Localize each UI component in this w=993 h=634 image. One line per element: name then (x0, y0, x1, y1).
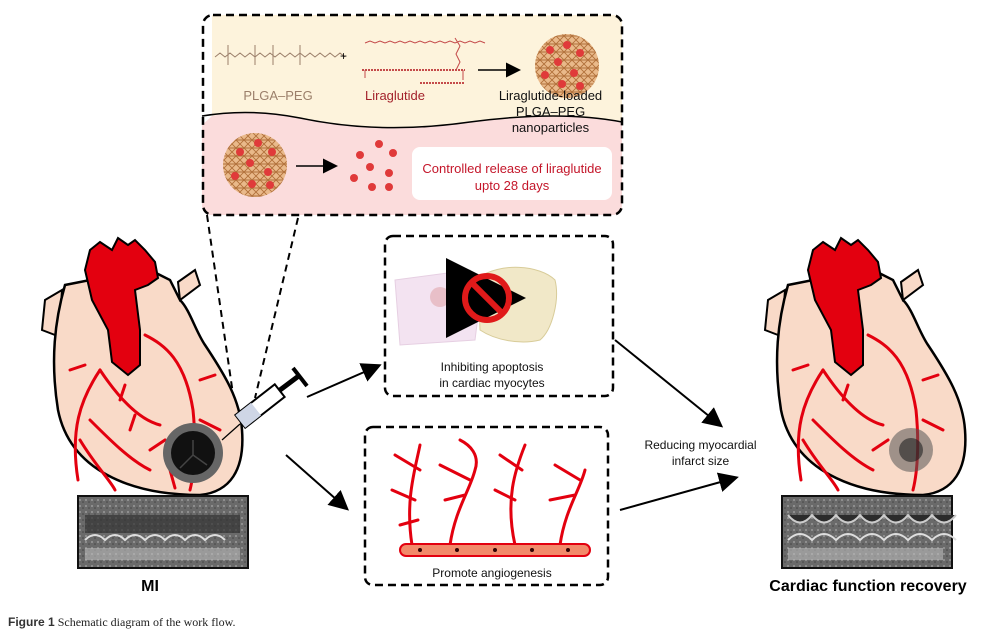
outcome-label-line2: infarct size (671, 454, 730, 468)
angiogenesis-label: Promote angiogenesis (432, 566, 552, 580)
apoptosis-label-line1: Inhibiting apoptosis (440, 360, 544, 374)
apoptosis-label-line2: in cardiac myocytes (439, 376, 545, 390)
plga-peg-label: PLGA–PEG (243, 88, 313, 103)
arrow-to-apoptosis (306, 363, 382, 398)
prohibit-icon (446, 258, 526, 338)
left-heart-mi (40, 236, 244, 497)
arrow-apoptosis-to-outcome (614, 339, 724, 428)
right-echo-image (781, 495, 957, 569)
nanoparticle-release-icon (223, 133, 287, 197)
recovery-label: Cardiac function recovery (769, 578, 967, 595)
release-label-line1: Controlled release of liraglutide (422, 161, 602, 176)
release-label-line2: upto 28 days (474, 178, 550, 193)
nanoparticle-label-line2: PLGA–PEG nanoparticles (511, 104, 590, 135)
nanoparticle-icon (535, 34, 599, 98)
caption-label: Figure 1 (8, 615, 55, 629)
syringe-icon (221, 366, 309, 441)
arrow-to-angiogenesis (285, 454, 349, 511)
liraglutide-structure (362, 37, 486, 84)
caption-text: Schematic diagram of the work flow. (57, 615, 236, 629)
plga-peg-structure (214, 45, 346, 65)
mi-label: MI (141, 578, 159, 595)
arrow-angiogenesis-to-outcome (619, 472, 739, 511)
left-echo-image (77, 495, 249, 569)
endothelial-cells (399, 543, 591, 557)
apoptosis-panel (383, 234, 615, 398)
right-heart-recovery (763, 236, 967, 497)
nanoparticle-label: Liraglutide-loaded PLGA–PEG nanoparticle… (478, 88, 623, 136)
zoom-line-left (206, 214, 237, 416)
plus-sign: + (340, 49, 347, 63)
apoptosis-label: Inhibiting apoptosis in cardiac myocytes (392, 359, 592, 391)
released-drug-dots (350, 140, 397, 191)
liraglutide-label: Liraglutide (365, 88, 425, 103)
blood-vessel-branches (390, 438, 587, 547)
release-textbox (412, 147, 612, 200)
angiogenesis-panel (363, 425, 610, 587)
figure-caption: Figure 1 Schematic diagram of the work f… (8, 615, 236, 630)
zoom-line-right (254, 217, 299, 399)
nanoparticle-label-line1: Liraglutide-loaded (498, 88, 603, 103)
formulation-panel: + (201, 13, 624, 217)
outcome-label: Reducing myocardial infarct size (628, 437, 773, 469)
outcome-label-line1: Reducing myocardial (644, 438, 757, 452)
release-label: Controlled release of liraglutide upto 2… (412, 160, 612, 194)
